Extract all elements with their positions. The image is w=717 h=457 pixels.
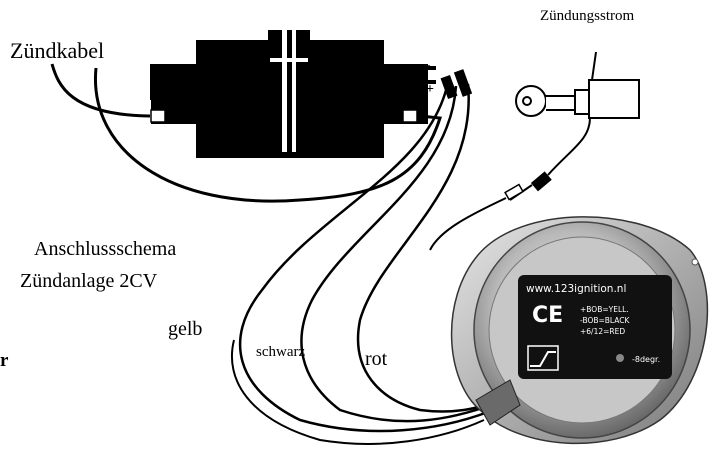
title-line-2: Zündanlage 2CV [20,270,158,292]
label-wire-red: rot [365,348,388,370]
ignition-distributor [450,216,709,445]
device-wiring-line-3: +6/12=RED [580,327,626,336]
ce-mark: CE [532,303,564,328]
label-wire-black: schwarz [256,344,306,360]
label-cut-off: r [0,350,9,371]
device-wiring-line-2: -BOB=BLACK [580,316,630,325]
device-url: www.123ignition.nl [526,283,627,295]
coil-plus-terminal: + [426,82,434,97]
wire-plugs [440,69,473,100]
switch-wire-plug [429,171,552,251]
signal-wires [230,81,501,445]
label-ignition-current: Zündungsstrom [540,8,635,24]
label-wire-yellow: gelb [168,318,203,340]
title-line-1: Anschlussschema [34,238,177,260]
device-degree-setting: -8degr. [632,355,661,364]
ignition-cables [50,63,442,203]
ignition-coil [150,30,436,158]
label-ignition-cable: Zündkabel [10,38,105,63]
ignition-switch [515,51,640,176]
device-wiring-line-1: +BOB=YELL. [580,305,629,314]
coil-minus-terminal: - [426,58,431,73]
